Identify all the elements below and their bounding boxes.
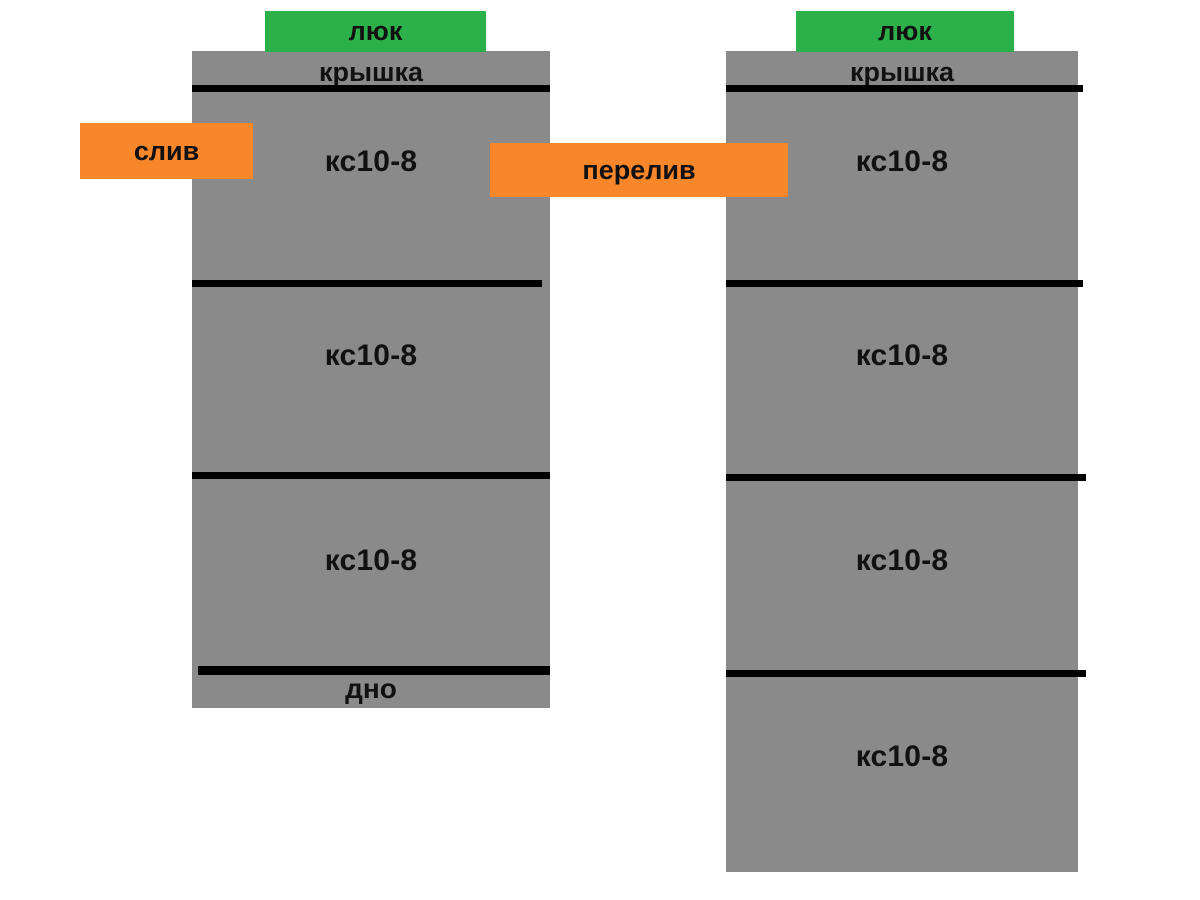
tank-right-joint-cap (726, 85, 1083, 92)
tank-left-cap-label: крышка (318, 57, 424, 87)
tank-left-ring-2-label: кс10-8 (324, 339, 418, 372)
tank-gap-spacer (550, 0, 726, 900)
pipe-drain: слив (80, 123, 253, 179)
tank-right-ring-2-label: кс10-8 (855, 339, 949, 372)
tank-left-ring-1-label: кс10-8 (324, 145, 418, 178)
pipe-drain-label: слив (133, 135, 200, 166)
tank-left-joint-bottom (198, 666, 556, 675)
tank-left-joint-2 (192, 472, 550, 479)
tank-left-ring-3-label: кс10-8 (324, 544, 418, 577)
tank-right-ring-1-label: кс10-8 (855, 145, 949, 178)
tank-right-joint-1 (726, 280, 1083, 287)
tank-right-joint-3 (726, 670, 1086, 677)
pipe-overflow: перелив (490, 143, 788, 197)
tank-right-ring-3-label: кс10-8 (855, 544, 949, 577)
tank-left-joint-1 (192, 280, 542, 287)
tank-right-cap-label: крышка (849, 57, 955, 87)
tank-left-bottom-label: дно (345, 673, 397, 704)
hatch-right-label: люк (878, 16, 932, 46)
hatch-left-label: люк (348, 16, 403, 46)
tank-left-joint-cap (192, 85, 550, 92)
tank-right-ring-4-label: кс10-8 (855, 740, 949, 773)
top-right-notch (1014, 0, 1200, 11)
tank-right-joint-2 (726, 474, 1086, 481)
hatch-left: люк (265, 11, 486, 52)
hatch-right: люк (796, 11, 1014, 52)
pipe-overflow-label: перелив (582, 154, 696, 185)
